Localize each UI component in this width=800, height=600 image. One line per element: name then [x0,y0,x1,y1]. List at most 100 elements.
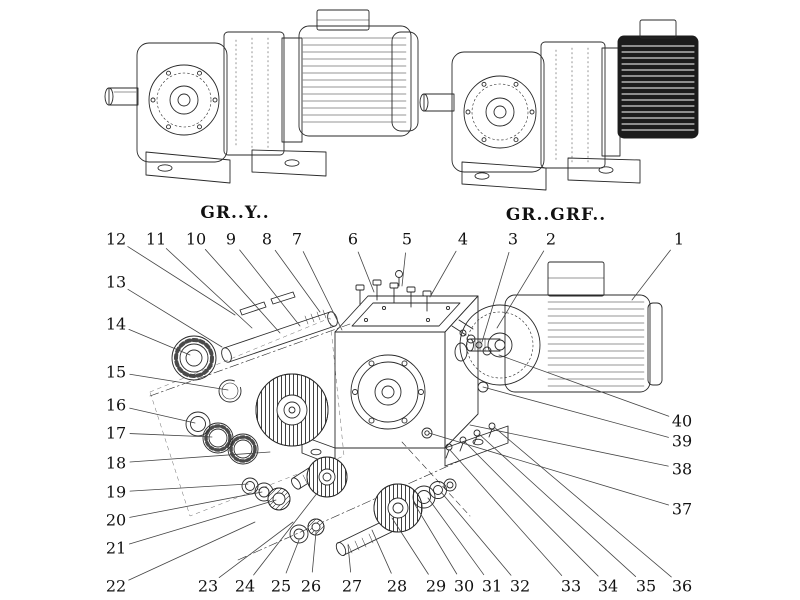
exploded-view [149,261,663,561]
leader-line-7 [302,251,343,331]
motor-studs [451,319,492,356]
leader-line-10 [204,249,281,334]
callout-10: 10 [186,230,206,249]
callout-25: 25 [271,577,291,596]
leader-line-40 [498,354,670,417]
callout-4: 4 [458,230,468,249]
callout-22: 22 [106,577,126,596]
leader-line-8 [274,249,321,313]
callout-30: 30 [454,577,474,596]
callout-26: 26 [301,577,321,596]
callout-18: 18 [106,454,126,473]
callout-1: 1 [674,230,684,249]
callout-17: 17 [106,424,126,443]
figure-gearmotor-gr-y [104,9,419,184]
callout-38: 38 [672,460,692,479]
washers-left [241,477,291,511]
leader-line-19 [129,483,249,492]
leader-line-32 [440,491,512,576]
callout-15: 15 [106,363,126,382]
callout-33: 33 [561,577,581,596]
leader-line-3 [481,252,510,343]
leader-line-21 [129,499,277,545]
callout-7: 7 [292,230,302,249]
leader-line-18 [129,451,271,463]
callout-28: 28 [387,577,407,596]
leader-line-31 [427,497,485,576]
callout-20: 20 [106,511,126,530]
leader-line-9 [239,249,301,327]
leader-line-17 [129,433,213,438]
leader-line-22 [128,521,256,581]
side-boss [477,381,489,393]
axis-line-input [149,323,351,397]
leader-line-38 [469,424,669,467]
callout-2: 2 [546,230,556,249]
leader-line-6 [357,251,375,293]
leader-line-26 [311,531,317,573]
callout-31: 31 [482,577,502,596]
callout-40: 40 [672,412,692,431]
callout-37: 37 [672,500,692,519]
callout-21: 21 [106,539,126,558]
axis-line-output [237,457,467,561]
callout-19: 19 [106,483,126,502]
callout-13: 13 [106,273,126,292]
callout-35: 35 [636,577,656,596]
variant-label-right: GR..GRF.. [506,205,606,225]
callout-29: 29 [426,577,446,596]
alignment-outline [149,317,345,517]
motor [459,261,663,393]
variant-label-left: GR..Y.. [200,203,269,223]
callout-5: 5 [402,230,412,249]
leader-line-27 [347,544,352,573]
callout-8: 8 [262,230,272,249]
leader-line-11 [165,248,253,329]
callout-9: 9 [226,230,236,249]
leader-line-16 [129,407,196,424]
spacer-ring [185,411,211,437]
leader-line-15 [129,373,229,391]
leader-line-34 [464,441,599,577]
leader-line-4 [429,250,457,298]
callout-16: 16 [106,396,126,415]
intermediate-gear [255,373,329,447]
dark-fin-block [617,35,699,139]
end-caps [289,518,325,544]
shaft-key [239,301,267,316]
leader-line-23 [218,521,294,578]
output-gear [373,483,423,533]
leader-line-1 [631,249,671,301]
cover-bolts [355,270,432,312]
leader-line-36 [493,426,672,578]
callout-3: 3 [508,230,518,249]
leader-line-37 [428,432,669,506]
callout-27: 27 [342,577,362,596]
bearing-large [171,335,217,381]
output-rings [412,478,457,509]
leader-line-28 [371,529,392,574]
drain-plug [421,427,433,439]
callout-11: 11 [146,230,166,249]
callout-23: 23 [198,577,218,596]
input-shaft [221,291,338,363]
callout-36: 36 [672,577,692,596]
leader-line-20 [129,491,263,518]
leader-line-13 [127,288,223,348]
leader-line-2 [496,250,545,329]
first-stage-gear [306,456,348,498]
axis-line-base [401,441,471,517]
callout-24: 24 [235,577,255,596]
bearing-pair [202,422,259,465]
leader-line-14 [128,329,191,356]
leader-line-33 [449,449,563,576]
base-bolts [445,422,496,459]
callout-6: 6 [348,230,358,249]
shaft-key-2 [270,291,296,305]
callout-12: 12 [106,230,126,249]
callout-39: 39 [672,432,692,451]
figure-gearmotor-gr-grf [419,19,699,191]
breather-plug [395,270,403,278]
